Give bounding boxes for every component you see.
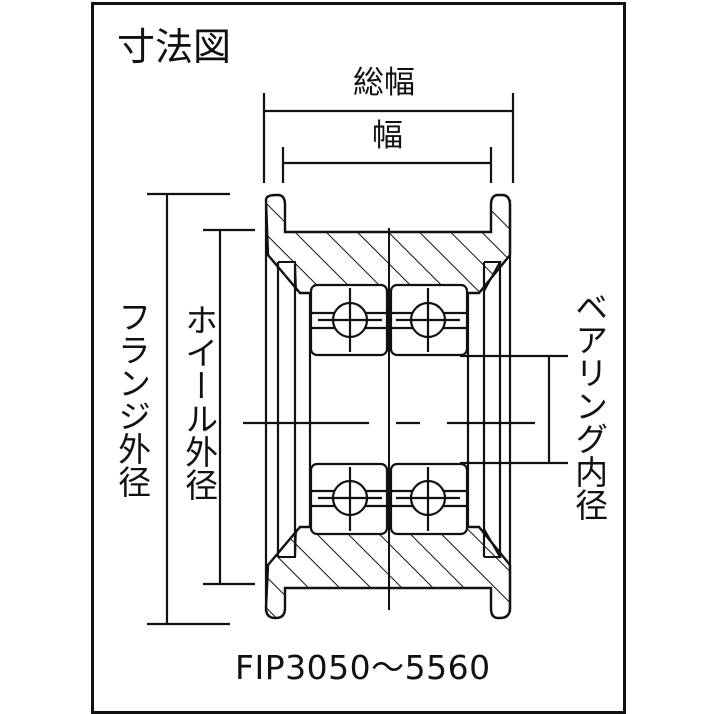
upper-wheel-section bbox=[264, 193, 512, 295]
diagram-title: 寸法図 bbox=[117, 25, 232, 69]
bearing-id-dimension bbox=[460, 354, 568, 465]
model-range-label: FIP3050～5560 bbox=[235, 648, 491, 687]
wheel-od-label: ホイール外径 bbox=[179, 303, 219, 501]
width-dimension bbox=[281, 147, 493, 183]
overall-width-dimension bbox=[262, 93, 515, 183]
wheel-od-dimension bbox=[203, 228, 255, 586]
width-label: 幅 bbox=[372, 118, 403, 154]
lower-wheel-section bbox=[264, 525, 512, 620]
bearing-id-label: ベアリング内径 bbox=[569, 290, 609, 521]
bearing-bottom-left bbox=[309, 462, 389, 536]
bearing-top-right bbox=[389, 283, 469, 357]
flange-od-dimension bbox=[147, 192, 230, 626]
flange-od-label: フランジ外径 bbox=[112, 300, 152, 498]
overall-width-label: 総幅 bbox=[353, 65, 415, 101]
bearing-bottom-right bbox=[389, 462, 469, 536]
bearing-top-left bbox=[309, 283, 389, 357]
